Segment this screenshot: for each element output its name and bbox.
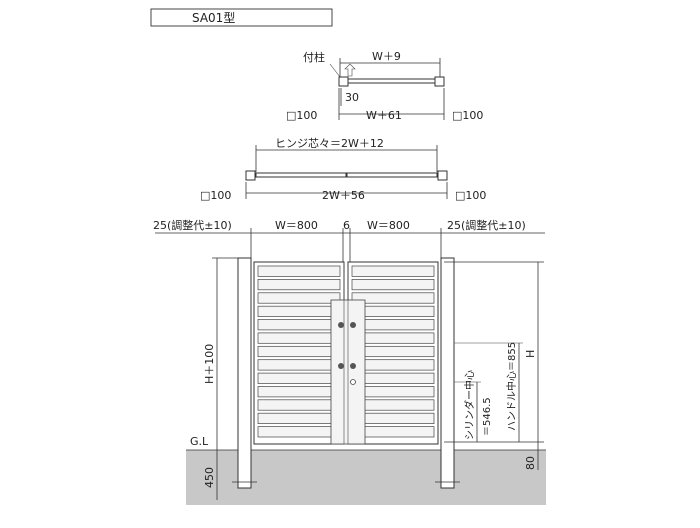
left-width-text: W＝800 (275, 219, 318, 232)
direction-arrow-icon (344, 63, 356, 77)
slat (351, 265, 435, 277)
title-block: SA01型 (150, 8, 333, 27)
left-adjust-text: 25(調整代±10) (153, 218, 232, 232)
handle-center-text: ハンドル中心＝855 (505, 342, 518, 431)
gate-leaf-plan (347, 78, 436, 84)
slat (351, 279, 435, 291)
double-post-size-left-text: □100 (200, 189, 231, 202)
double-post-size-right-text: □100 (455, 189, 486, 202)
left-post (237, 257, 252, 489)
slat (257, 265, 341, 277)
post-size-right-text: □100 (452, 109, 483, 122)
slat (257, 399, 341, 411)
clearance-text: 80 (524, 456, 537, 470)
slat (257, 386, 341, 398)
slat (257, 345, 341, 358)
slat (351, 292, 435, 304)
double-span-dim-text: 2W＋56 (322, 189, 365, 202)
hinge-dim-text: ヒンジ芯々＝2W＋12 (275, 136, 384, 150)
title-frame (150, 8, 333, 27)
slat (257, 332, 341, 344)
slat (257, 319, 341, 331)
slat (257, 426, 341, 438)
slat (257, 372, 341, 384)
left-post-plan-double (245, 170, 256, 181)
plan-double-view: ヒンジ芯々＝2W＋12 □100 2W＋56 □100 (200, 136, 486, 202)
slat (257, 292, 341, 304)
post-leader-line (329, 63, 341, 78)
right-width-text: W＝800 (367, 219, 410, 232)
left-leaf-slats (257, 265, 341, 438)
plan-single-view: 付柱 W＋9 30 □100 W＋61 □100 (286, 50, 483, 122)
top-dim-text: W＋9 (372, 50, 401, 63)
offset-dim-text: 30 (345, 91, 359, 104)
right-leaf-plan (346, 172, 438, 178)
left-leaf-plan (255, 172, 347, 178)
span-dim-text: W＋61 (366, 109, 402, 122)
handle-left-icon (338, 322, 344, 369)
elevation-view: 25(調整代±10) W＝800 6 W＝800 25(調整代±10) G.L (153, 218, 546, 505)
right-post-plan (434, 76, 445, 87)
right-post-plan-double (437, 170, 448, 181)
right-post (440, 257, 455, 489)
right-adjust-text: 25(調整代±10) (447, 218, 526, 232)
right-leaf-slats (351, 265, 435, 438)
slat (257, 279, 341, 291)
left-post-plan (338, 76, 349, 87)
slat (257, 412, 341, 424)
slat (257, 305, 341, 317)
post-size-left-text: □100 (286, 109, 317, 122)
ground-label: G.L (190, 435, 209, 448)
gap-text: 6 (343, 219, 350, 232)
cylinder-value-text: ＝546.5 (482, 397, 493, 436)
post-height-text: H＋100 (203, 344, 216, 384)
post-label: 付柱 (303, 50, 325, 64)
cylinder-center-text: シリンダー中心 (463, 370, 476, 440)
handle-right-icon (350, 322, 356, 369)
embed-depth-text: 450 (203, 467, 216, 488)
title-text: SA01型 (192, 11, 235, 25)
gate-height-text: H (524, 350, 537, 358)
cylinder-icon (350, 379, 356, 385)
slat (257, 359, 341, 371)
